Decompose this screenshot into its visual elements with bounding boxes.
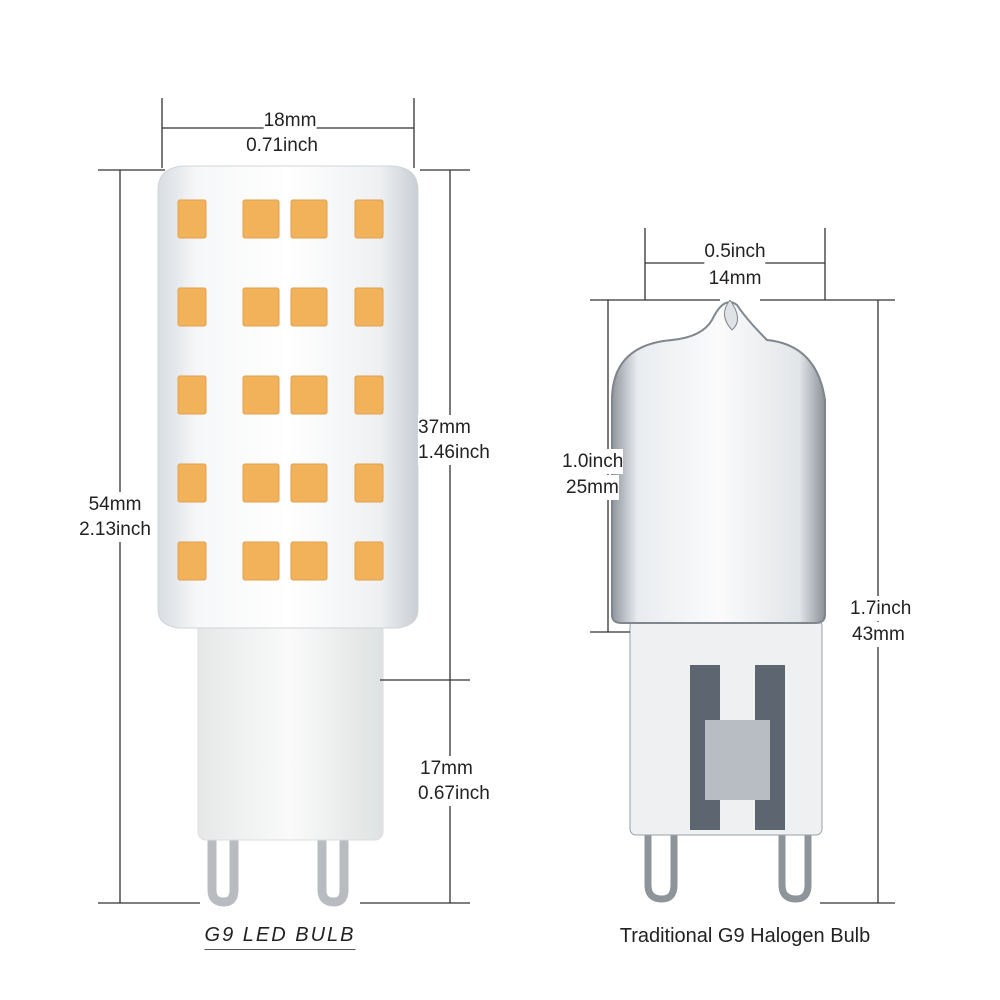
halogen-bulb [611, 299, 826, 903]
led-chip [177, 375, 207, 415]
led-chip [290, 287, 328, 327]
halogen-caption: Traditional G9 Halogen Bulb [619, 925, 871, 947]
led-chip [290, 463, 328, 503]
led-chip [177, 199, 207, 239]
halogen-body-inch: 1.0inch [562, 449, 624, 474]
led-chip [354, 199, 384, 239]
led-width-inch: 0.71inch [246, 133, 318, 158]
halogen-body-mm: 25mm [566, 475, 619, 500]
led-width-mm: 18mm [263, 108, 317, 133]
led-body-inch: 1.46inch [418, 440, 490, 465]
led-height-inch: 2.13inch [79, 517, 151, 542]
led-height-mm: 54mm [88, 492, 142, 517]
led-chip [242, 287, 280, 327]
led-chip [177, 463, 207, 503]
led-chip [290, 199, 328, 239]
led-chip [242, 463, 280, 503]
halogen-width-inch: 0.5inch [704, 239, 766, 264]
led-chip [242, 199, 280, 239]
halogen-height-inch: 1.7inch [850, 596, 912, 621]
led-base-mm: 17mm [420, 756, 473, 781]
led-chips [177, 199, 384, 581]
led-base [197, 614, 384, 841]
led-body [157, 165, 419, 629]
led-chip [290, 541, 328, 581]
led-chip [242, 541, 280, 581]
led-chip [354, 287, 384, 327]
led-chip [354, 541, 384, 581]
led-base-inch: 0.67inch [418, 781, 490, 806]
halogen-width-mm: 14mm [708, 266, 762, 291]
led-bulb [157, 165, 419, 907]
led-chip [354, 375, 384, 415]
led-chip [354, 463, 384, 503]
led-body-mm: 37mm [418, 415, 471, 440]
led-chip [242, 375, 280, 415]
led-pin-left [207, 840, 239, 907]
led-chip [177, 287, 207, 327]
halogen-height-mm: 43mm [852, 622, 905, 647]
led-pin-right [317, 840, 349, 907]
led-chip [290, 375, 328, 415]
led-chip [177, 541, 207, 581]
led-caption: G9 LED BULB [204, 924, 356, 950]
